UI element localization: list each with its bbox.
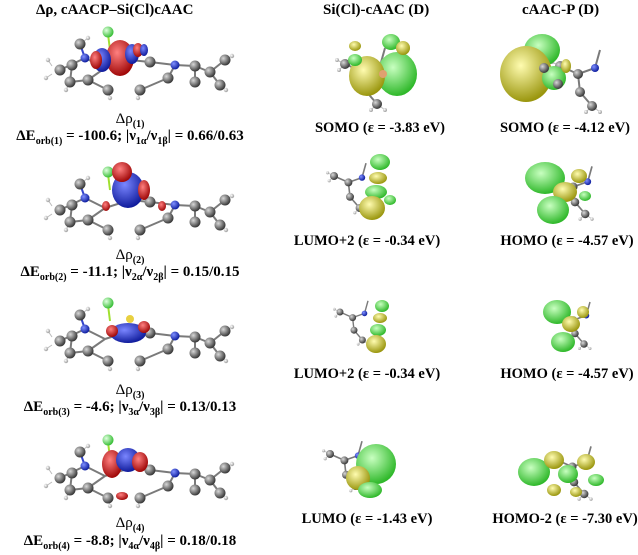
orbital-energy-2: ΔEorb(2) = -11.1; |ν2α/ν2β| = 0.15/0.15 — [20, 264, 240, 283]
si-caac-lumo2-image-1 — [325, 154, 396, 220]
si-caac-orbital-1: SOMO (ε = -3.83 eV) — [314, 120, 446, 136]
delta-rho-label-4: Δρ(4) — [115, 515, 145, 534]
deformation-density-4-image — [42, 433, 236, 510]
header-caac-p: cAAC-P (D) — [522, 2, 600, 18]
delta-rho-label-1: Δρ(1) — [115, 111, 145, 130]
caac-p-homo2-image — [518, 445, 604, 502]
orbital-energy-4: ΔEorb(4) = -8.8; |ν4α/ν4β| = 0.18/0.18 — [23, 533, 237, 552]
header-deformation-density: Δρ, cAACP–Si(Cl)cAAC — [36, 2, 194, 18]
deformation-density-1-image — [42, 25, 236, 102]
caac-p-orbital-1: SOMO (ε = -4.12 eV) — [499, 120, 631, 136]
si-caac-somo-image — [334, 34, 417, 113]
caac-p-somo-image — [500, 34, 603, 115]
caac-p-homo-image-1 — [525, 162, 595, 224]
deformation-density-3-image — [42, 296, 236, 373]
si-caac-orbital-4: LUMO (ε = -1.43 eV) — [301, 511, 433, 527]
si-caac-orbital-2: LUMO+2 (ε = -0.34 eV) — [293, 233, 441, 249]
caac-p-homo-image-2 — [543, 300, 593, 352]
si-caac-lumo2-image-2 — [332, 300, 389, 353]
caac-p-orbital-4: HOMO-2 (ε = -7.30 eV) — [492, 511, 638, 527]
delta-rho-label-2: Δρ(2) — [115, 247, 145, 266]
deformation-density-2-image — [42, 162, 236, 242]
si-caac-lumo-image — [321, 440, 396, 498]
si-caac-orbital-3: LUMO+2 (ε = -0.34 eV) — [293, 366, 441, 382]
orbital-energy-1: ΔEorb(1) = -100.6; |ν1α/ν1β| = 0.66/0.63 — [16, 128, 244, 147]
orbital-energy-3: ΔEorb(3) = -4.6; |ν3α/ν3β| = 0.13/0.13 — [23, 399, 237, 418]
caac-p-orbital-2: HOMO (ε = -4.57 eV) — [500, 233, 634, 249]
header-si-cl-caac: Si(Cl)-cAAC (D) — [323, 2, 430, 18]
delta-rho-label-3: Δρ(3) — [115, 382, 145, 401]
caac-p-orbital-3: HOMO (ε = -4.57 eV) — [500, 366, 634, 382]
